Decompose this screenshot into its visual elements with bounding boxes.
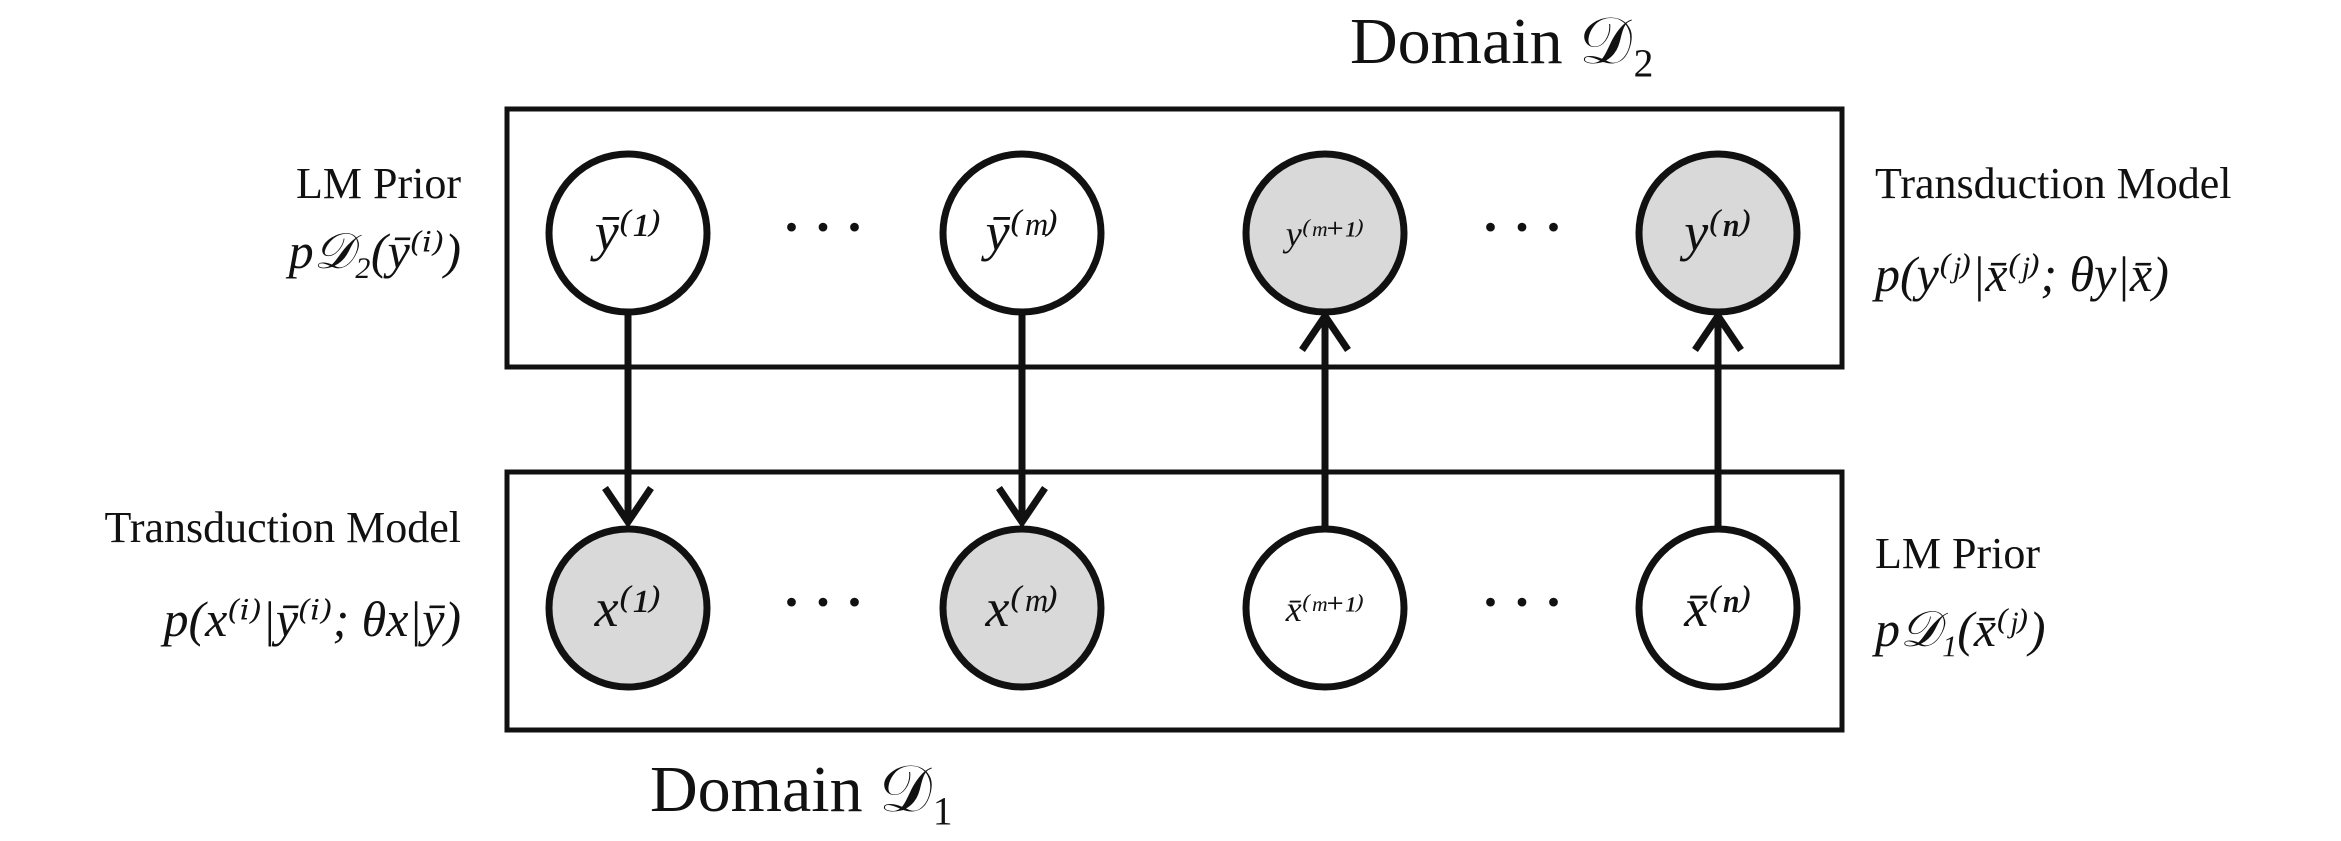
node-y-bar-1: ȳ⁽¹⁾: [545, 150, 711, 316]
node-label: y⁽ᵐ⁺¹⁾: [1283, 214, 1364, 254]
node-x-bar-n: x̄⁽ⁿ⁾: [1635, 525, 1801, 691]
arrow-colm1: [1299, 309, 1351, 528]
node-label: y⁽ⁿ⁾: [1679, 202, 1752, 262]
node-label: ȳ⁽ᵐ⁾: [980, 202, 1058, 262]
node-label: ȳ⁽¹⁾: [590, 202, 662, 262]
arrow-colm: [996, 314, 1048, 529]
right-bottom-title: LM Prior: [1875, 529, 2040, 578]
plate-domain-1: [504, 469, 1845, 733]
node-x-m: x⁽ᵐ⁾: [939, 525, 1105, 691]
ellipsis-top-right: · · ·: [1481, 197, 1562, 257]
node-y-bar-m: ȳ⁽ᵐ⁾: [939, 150, 1105, 316]
node-x-bar-m-plus-1: x̄⁽ᵐ⁺¹⁾: [1242, 525, 1408, 691]
right-top-formula: p(y⁽ʲ⁾|x̄⁽ʲ⁾; θy|x̄): [1875, 246, 2169, 302]
node-label: x⁽¹⁾: [594, 578, 662, 638]
right-top-title: Transduction Model: [1875, 159, 2232, 208]
node-label: x̄⁽ⁿ⁾: [1683, 578, 1752, 638]
arrow-col1: [602, 314, 654, 529]
domain-bottom-title: Domain 𝒟₁: [650, 753, 955, 826]
ellipsis-bottom-right: · · ·: [1481, 572, 1562, 632]
plate-domain-2: [504, 106, 1845, 370]
node-y-n: y⁽ⁿ⁾: [1635, 150, 1801, 316]
domain-top-title: Domain 𝒟₂: [1350, 5, 1655, 78]
node-x-1: x⁽¹⁾: [545, 525, 711, 691]
node-y-m-plus-1: y⁽ᵐ⁺¹⁾: [1242, 150, 1408, 316]
node-label: x̄⁽ᵐ⁺¹⁾: [1285, 589, 1364, 629]
left-bottom-title: Transduction Model: [104, 503, 462, 552]
left-top-title: LM Prior: [296, 159, 461, 208]
arrow-coln: [1692, 309, 1744, 528]
right-bottom-formula: p𝒟₁(x̄⁽ʲ⁾): [1875, 601, 2046, 657]
ellipsis-bottom-left: · · ·: [782, 572, 863, 632]
left-bottom-formula: p(x⁽ⁱ⁾|ȳ⁽ⁱ⁾; θx|ȳ): [163, 591, 461, 647]
ellipsis-top-left: · · ·: [782, 197, 863, 257]
left-top-formula: p𝒟₂(ȳ⁽ⁱ⁾): [288, 223, 461, 279]
node-label: x⁽ᵐ⁾: [984, 578, 1058, 638]
